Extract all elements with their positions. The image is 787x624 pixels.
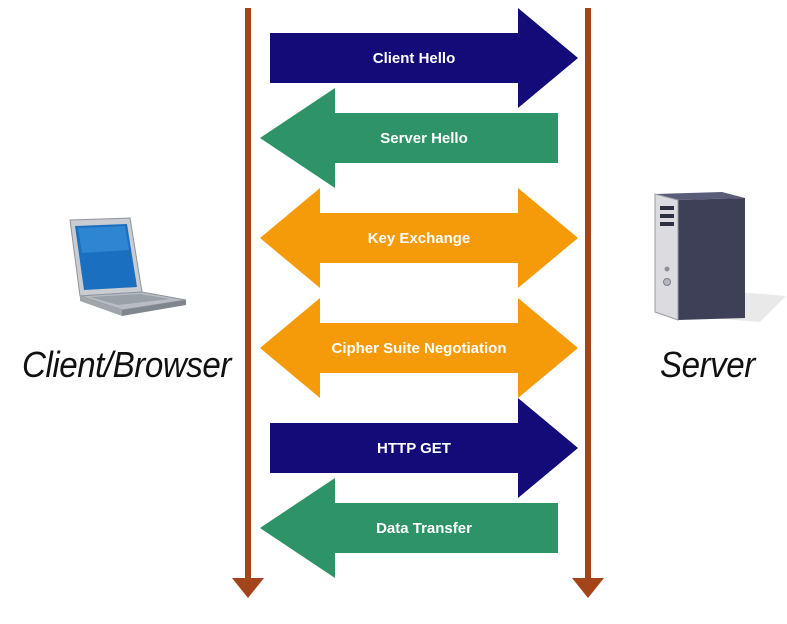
arrow-label: Client Hello [373, 50, 456, 67]
client-browser-label: Client/Browser [22, 344, 231, 385]
arrow-shape-left [260, 478, 558, 578]
arrow-server-hello: Server Hello [260, 88, 558, 188]
server-tower-icon [654, 192, 786, 322]
arrow-client-hello: Client Hello [270, 8, 578, 108]
arrow-cipher-suite-negotiation: Cipher Suite Negotiation [260, 298, 578, 398]
arrow-key-exchange: Key Exchange [260, 188, 578, 288]
client-lifeline-arrowhead [232, 578, 264, 598]
arrow-shape-right [270, 398, 578, 498]
arrow-shape-left [260, 88, 558, 188]
server-lifeline-arrowhead [572, 578, 604, 598]
arrow-shape-both [260, 188, 578, 288]
arrow-label: HTTP GET [377, 440, 451, 457]
arrow-label: Server Hello [380, 130, 468, 147]
arrow-label: Cipher Suite Negotiation [331, 340, 506, 357]
laptop-icon [69, 217, 187, 316]
arrow-label: Data Transfer [376, 520, 472, 537]
client-lifeline [245, 8, 251, 583]
arrow-shape-both [260, 298, 578, 398]
arrow-data-transfer: Data Transfer [260, 478, 558, 578]
arrow-http-get: HTTP GET [270, 398, 578, 498]
arrow-label: Key Exchange [368, 230, 471, 247]
lifelines [232, 8, 604, 598]
server-lifeline [585, 8, 591, 583]
arrow-shape-right [270, 8, 578, 108]
server-label: Server [660, 344, 755, 385]
